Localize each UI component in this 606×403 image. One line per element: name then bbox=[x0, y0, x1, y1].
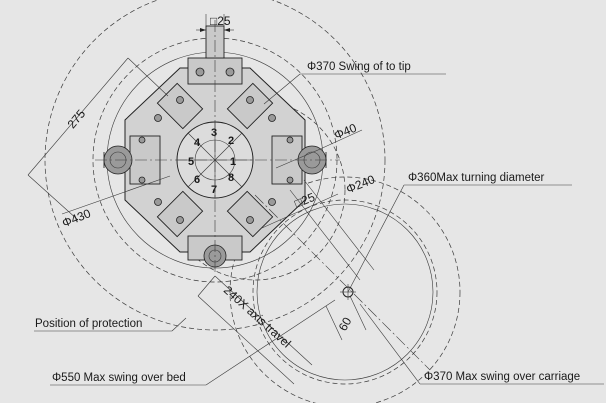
phi430-label: Φ430 bbox=[60, 206, 93, 230]
position-of-protection-label: Position of protection bbox=[35, 318, 142, 330]
station-8: 8 bbox=[228, 172, 234, 184]
top-block-screw-right bbox=[225, 67, 235, 77]
top-block-screw-left bbox=[195, 67, 205, 77]
square-25-top-label: □25 bbox=[210, 14, 231, 28]
station-7: 7 bbox=[211, 184, 217, 196]
max-turning-circle bbox=[229, 176, 461, 403]
carriage-swing-circle bbox=[252, 199, 438, 385]
carriage-inner-circle bbox=[256, 203, 434, 381]
station-4: 4 bbox=[194, 137, 201, 149]
mounting-holes bbox=[138, 96, 294, 224]
x-axis-travel-label: 240X axis travel bbox=[221, 283, 294, 351]
max-swing-over-bed-label: Φ550 Max swing over bed bbox=[52, 372, 186, 384]
station-3: 3 bbox=[211, 127, 217, 139]
swing-tool-tip-label: Φ370 Swing of to tip bbox=[307, 61, 411, 73]
diag-block-se bbox=[226, 190, 274, 238]
station-2: 2 bbox=[228, 135, 234, 147]
dim-275-label: 275 bbox=[65, 107, 89, 132]
diag-block-nw bbox=[156, 82, 204, 130]
station-1: 1 bbox=[230, 156, 236, 168]
max-turning-diameter-label: Φ360Max turning diameter bbox=[408, 172, 545, 184]
max-swing-over-bed-circle bbox=[44, 0, 386, 331]
station-6: 6 bbox=[194, 174, 200, 186]
diag-block-sw bbox=[156, 190, 204, 238]
phi40-label: Φ40 bbox=[332, 121, 359, 143]
station-5: 5 bbox=[188, 156, 194, 168]
max-swing-over-carriage-label: Φ370 Max swing over carriage bbox=[424, 371, 580, 383]
phi240-label: Φ240 bbox=[344, 172, 377, 196]
dim-60-label: 60 bbox=[336, 315, 355, 334]
diag-block-ne bbox=[226, 82, 274, 130]
